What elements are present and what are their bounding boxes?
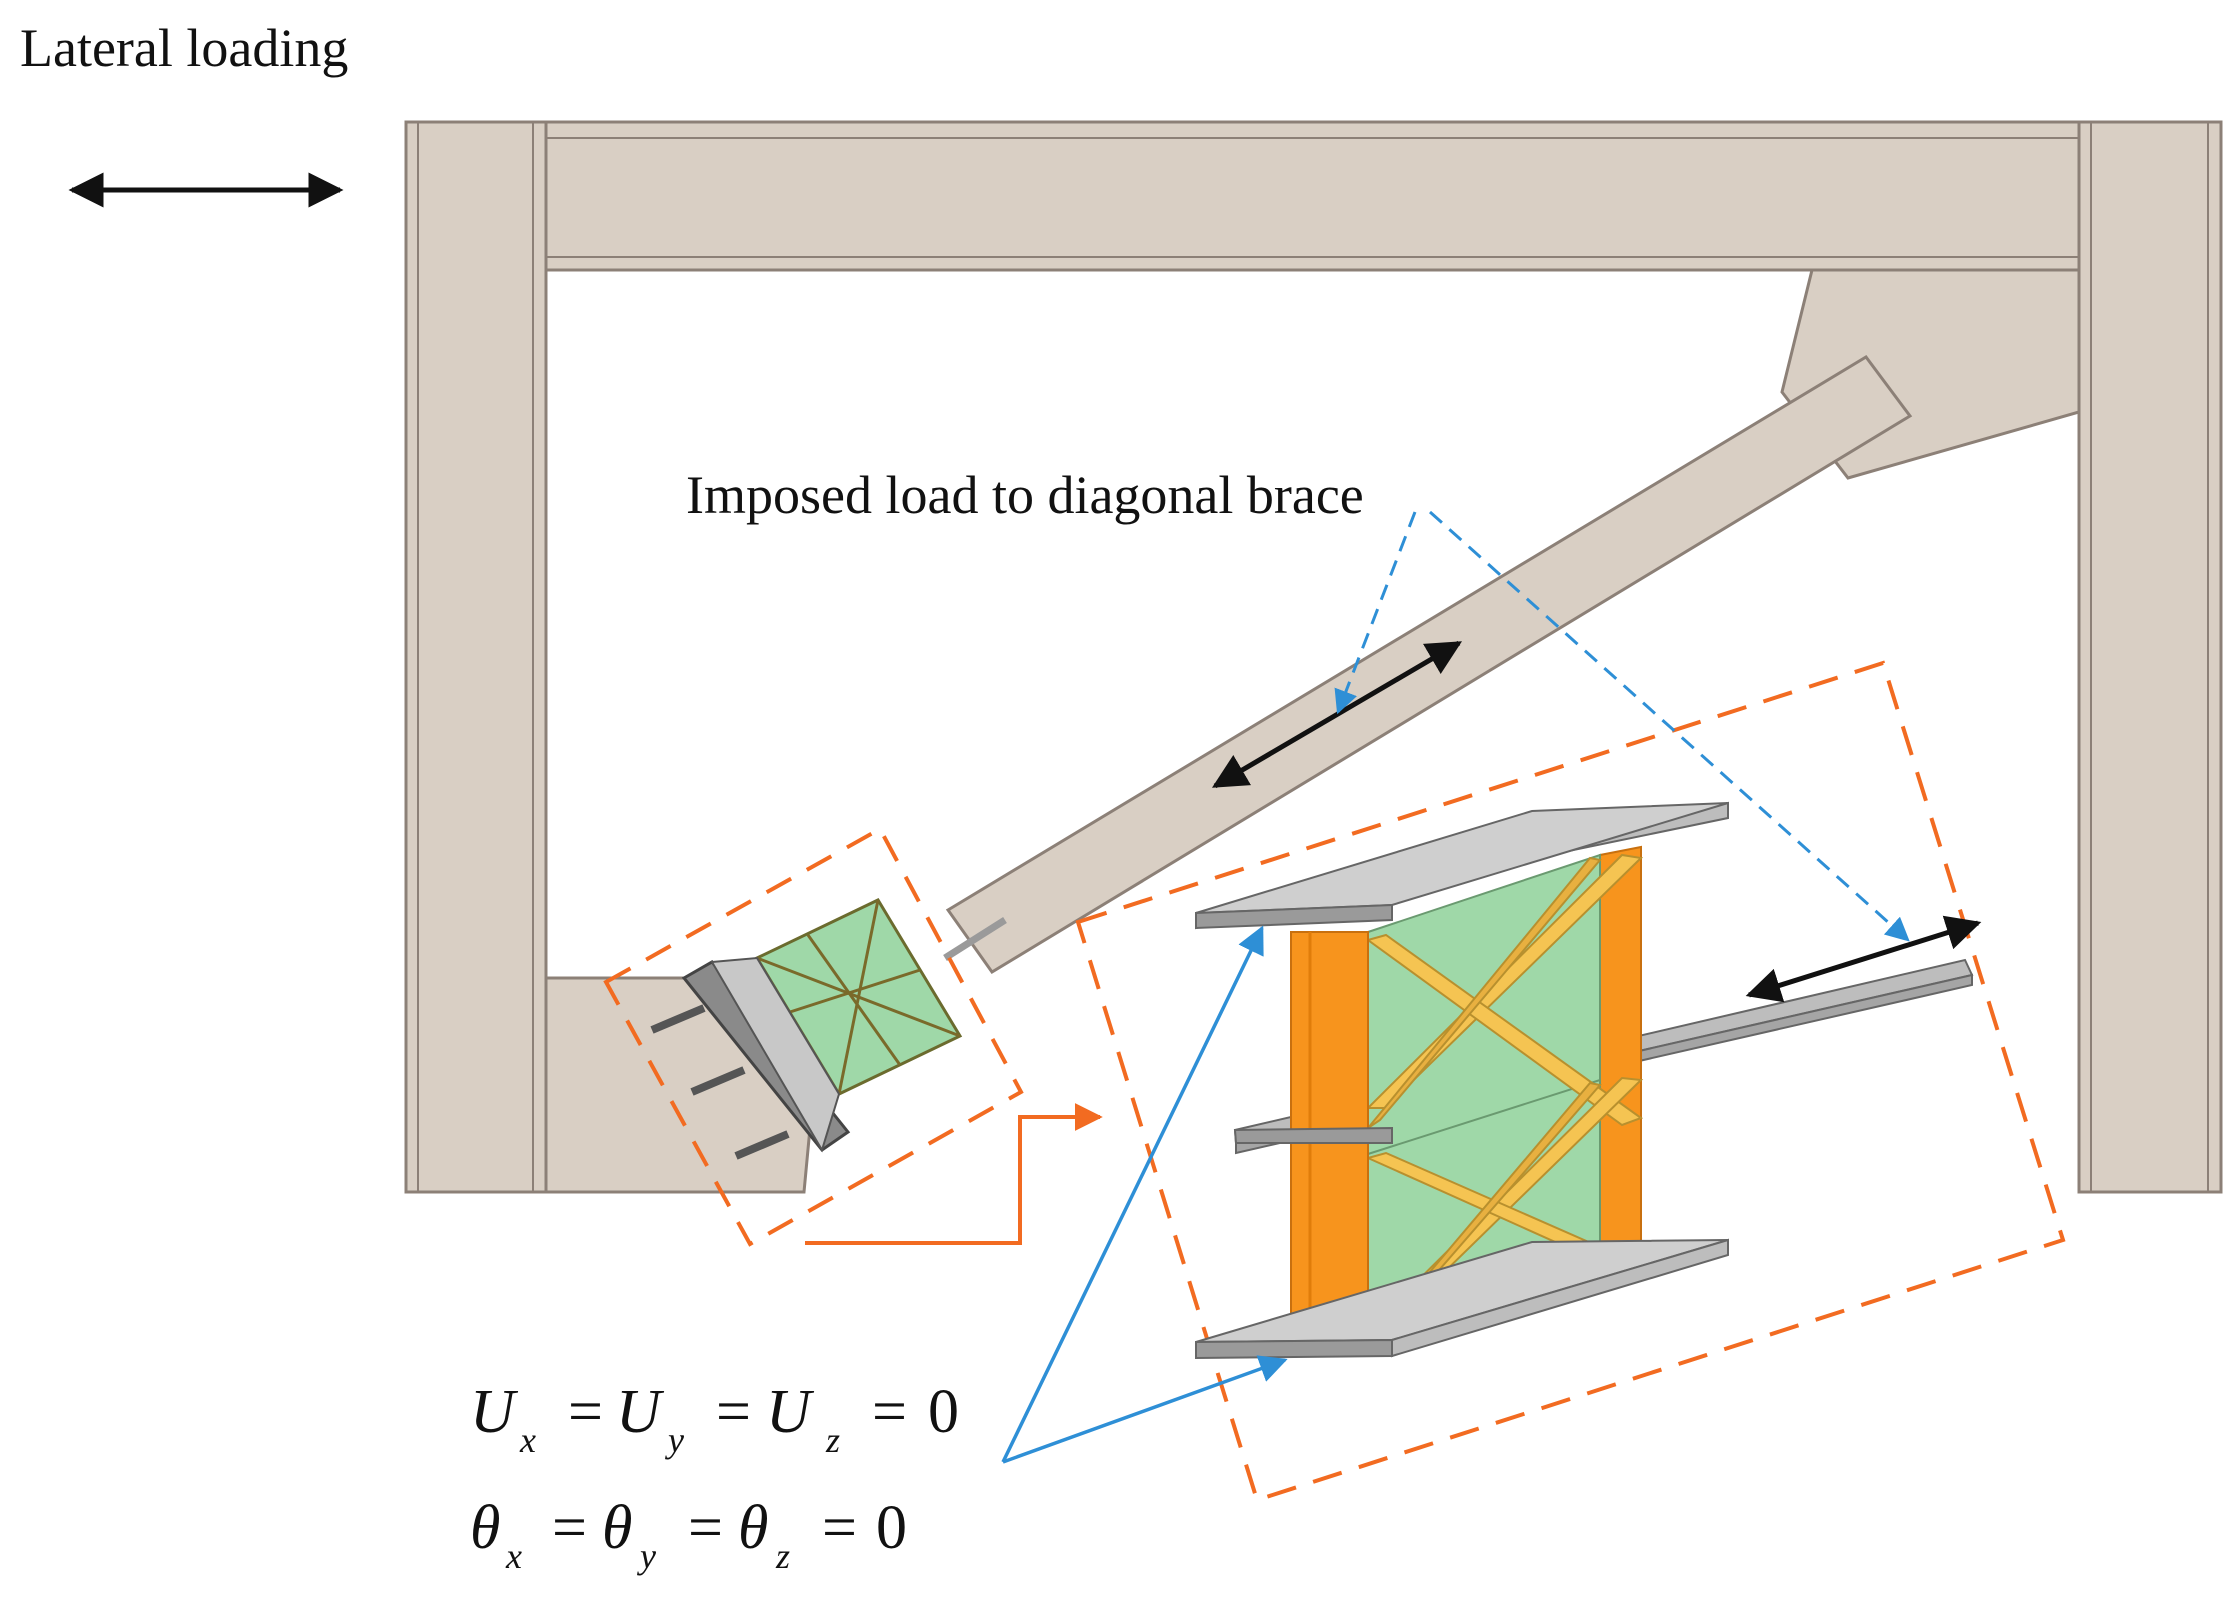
small-detail-box xyxy=(603,826,1024,1247)
boundary-leader-bottom xyxy=(1002,1355,1288,1464)
boundary-leader-top xyxy=(1001,925,1264,1463)
brace-connector-rod xyxy=(943,917,1007,961)
svg-text:=: = xyxy=(568,1378,603,1446)
steel-frame xyxy=(404,120,2223,1194)
lower-gusset-plate xyxy=(544,976,812,1194)
svg-text:U: U xyxy=(616,1378,665,1446)
imposed-load-label: Imposed load to diagonal brace xyxy=(686,465,1364,525)
svg-text:z: z xyxy=(775,1536,790,1576)
svg-text:θ: θ xyxy=(738,1494,768,1562)
svg-text:θ: θ xyxy=(602,1494,632,1562)
svg-text:=: = xyxy=(688,1494,723,1562)
svg-text:=: = xyxy=(716,1378,751,1446)
svg-text:U: U xyxy=(470,1378,519,1446)
imposed-load-leader-1 xyxy=(1334,511,1417,715)
svg-text:0: 0 xyxy=(928,1378,959,1446)
large-detail-box xyxy=(1075,660,2066,1503)
svg-text:U: U xyxy=(766,1378,815,1446)
detail-pointer-arrow xyxy=(805,1103,1103,1245)
svg-text:x: x xyxy=(505,1536,522,1576)
imposed-load-leader-2 xyxy=(1428,510,1910,942)
rotation-equation: θ x = θ y = θ z = 0 xyxy=(470,1494,907,1576)
svg-text:y: y xyxy=(665,1420,684,1460)
lateral-loading-label: Lateral loading xyxy=(20,18,348,78)
svg-text:0: 0 xyxy=(876,1494,907,1562)
svg-text:=: = xyxy=(872,1378,907,1446)
brace-load-arrow xyxy=(1211,640,1463,789)
top-beam xyxy=(544,120,2081,272)
svg-text:θ: θ xyxy=(470,1494,500,1562)
plate-load-arrow xyxy=(1745,915,1982,1003)
left-column xyxy=(404,120,548,1194)
svg-text:=: = xyxy=(552,1494,587,1562)
right-column xyxy=(2077,120,2223,1194)
svg-text:=: = xyxy=(822,1494,857,1562)
damper-detail xyxy=(1195,801,1974,1360)
svg-text:y: y xyxy=(637,1536,656,1576)
svg-text:x: x xyxy=(519,1420,536,1460)
displacement-equation: U x = U y = U z = 0 xyxy=(470,1378,959,1460)
svg-text:z: z xyxy=(825,1420,840,1460)
small-damper xyxy=(650,898,963,1160)
